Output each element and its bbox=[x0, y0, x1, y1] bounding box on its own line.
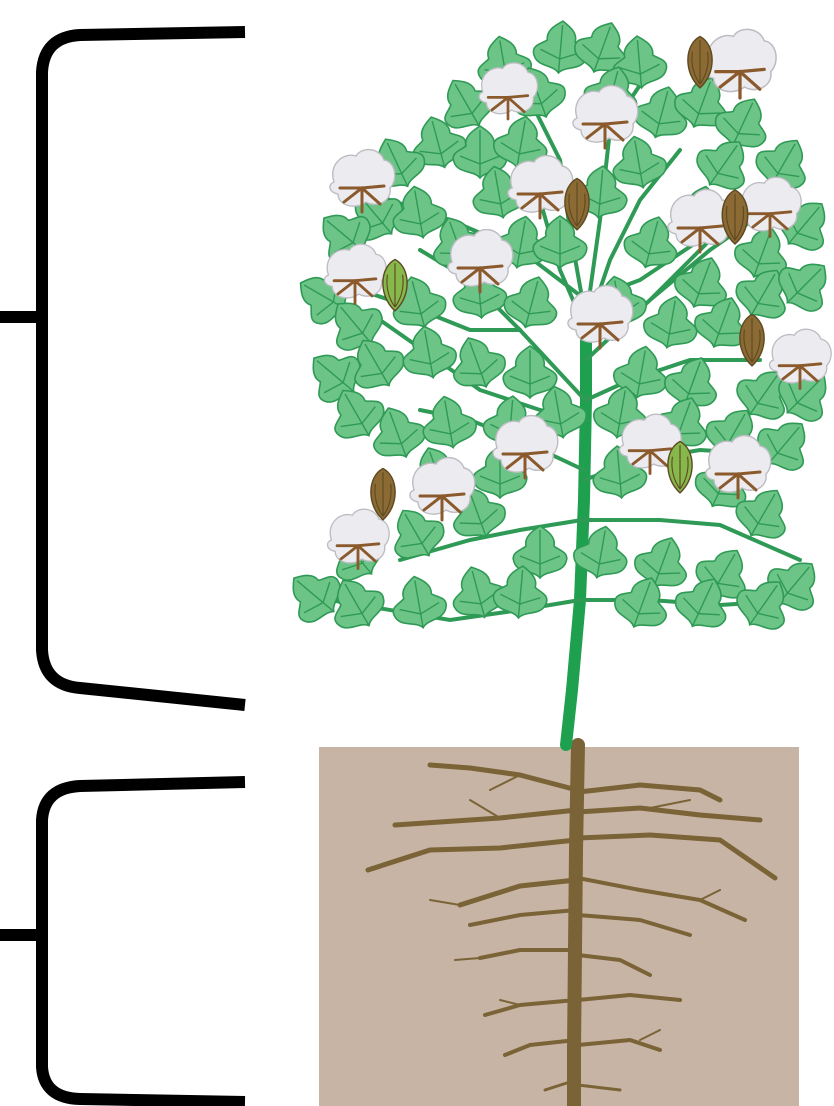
shoot-system-bracket bbox=[0, 32, 245, 705]
cotton-boll-open bbox=[328, 509, 390, 568]
cotton-boll-closed bbox=[668, 442, 692, 493]
leaf bbox=[418, 392, 480, 453]
leaf bbox=[499, 270, 564, 334]
leaf bbox=[398, 322, 460, 383]
leaf bbox=[388, 572, 450, 633]
soil-block bbox=[319, 747, 799, 1106]
leaf bbox=[503, 346, 557, 398]
taproot bbox=[574, 745, 578, 1106]
root-system-bracket bbox=[0, 782, 245, 1102]
